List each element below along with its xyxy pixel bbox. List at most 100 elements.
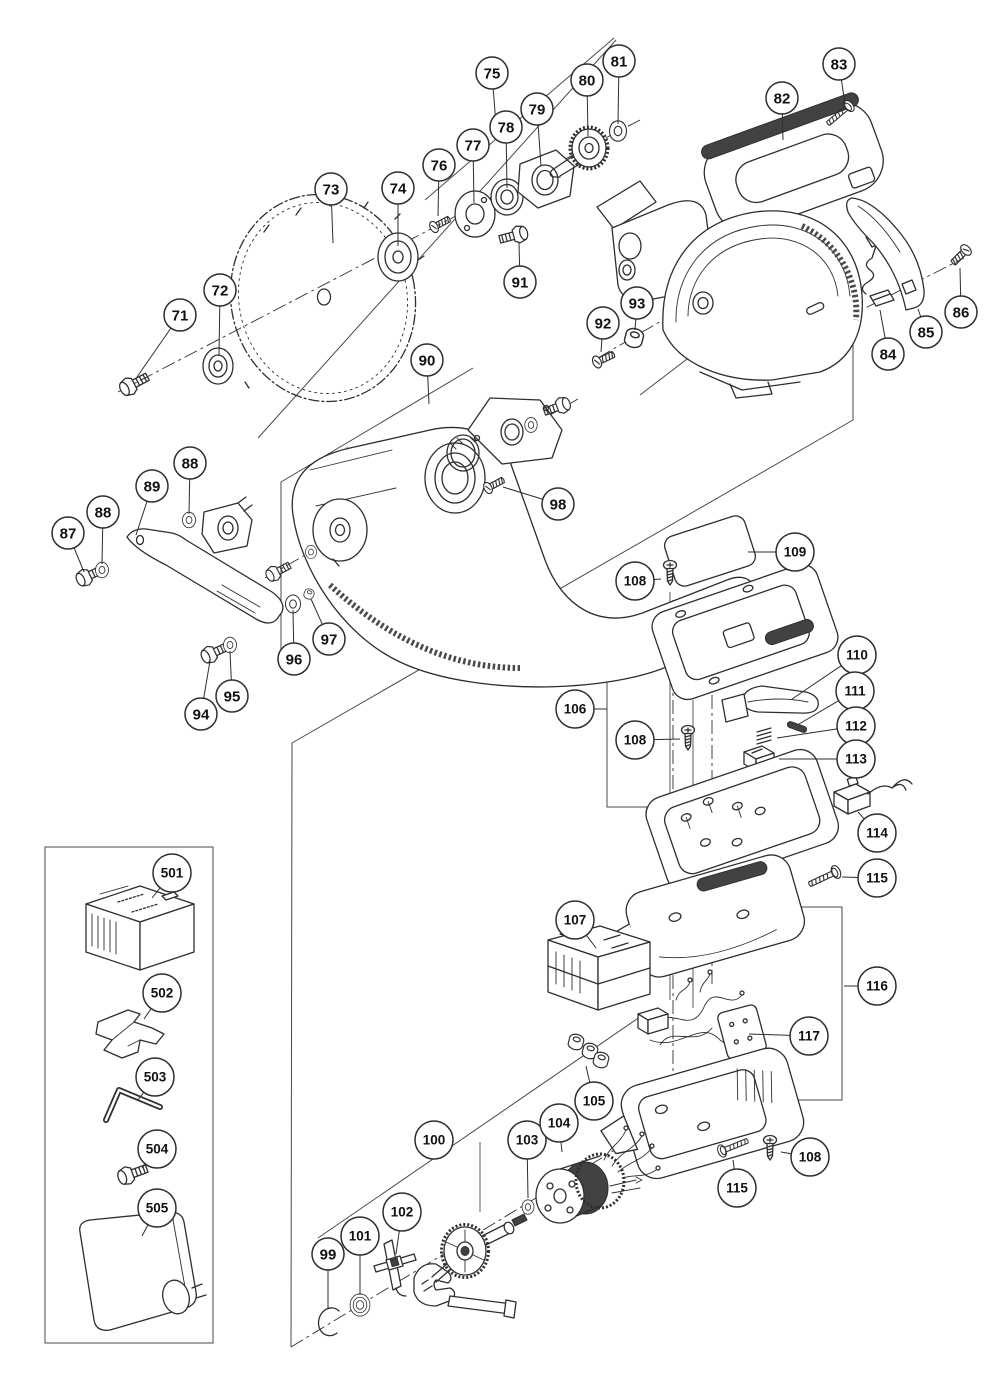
callout-92: 92: [586, 306, 620, 353]
switch-114: [833, 775, 913, 815]
callout-504: 504: [137, 1129, 177, 1169]
svg-text:108: 108: [624, 574, 647, 589]
callout-95: 95: [215, 650, 249, 713]
callout-101: 101: [340, 1216, 380, 1295]
callout-108: 108: [615, 561, 662, 601]
terminals-105: [566, 1032, 611, 1070]
wire-harness-117: [637, 969, 767, 1060]
callout-115: 115: [841, 858, 897, 898]
callout-83: 83: [822, 47, 856, 105]
svg-text:86: 86: [953, 304, 970, 321]
callout-91: 91: [503, 242, 537, 299]
svg-text:80: 80: [579, 72, 596, 89]
svg-text:107: 107: [564, 913, 587, 928]
callout-116: 116: [844, 966, 897, 1006]
svg-text:91: 91: [512, 274, 529, 291]
svg-text:71: 71: [172, 307, 189, 324]
svg-text:83: 83: [831, 56, 848, 73]
svg-text:72: 72: [212, 282, 229, 299]
screw-92: [590, 347, 618, 371]
svg-text:116: 116: [866, 979, 888, 994]
svg-text:88: 88: [95, 504, 112, 521]
callout-88: 88: [86, 495, 120, 565]
callout-96: 96: [277, 609, 311, 676]
svg-text:79: 79: [529, 101, 546, 118]
callout-74: 74: [381, 171, 415, 246]
bearing-holder-79: [517, 149, 575, 209]
bracket-piece: [201, 496, 253, 554]
svg-text:503: 503: [144, 1070, 167, 1085]
svg-text:102: 102: [391, 1205, 414, 1220]
callout-79: 79: [520, 92, 554, 167]
callout-117: 117: [748, 1016, 829, 1056]
callout-109: 109: [748, 532, 815, 572]
washer-95: [223, 636, 237, 654]
svg-text:85: 85: [918, 324, 935, 341]
svg-text:96: 96: [286, 651, 303, 668]
callout-106: 106: [555, 689, 607, 729]
lock-lever-110: [721, 685, 819, 723]
svg-text:93: 93: [629, 295, 646, 312]
callout-86: 86: [944, 267, 978, 329]
svg-text:99: 99: [320, 1246, 337, 1263]
link-arm-89: [126, 528, 284, 624]
gear-80: [549, 125, 610, 178]
callout-108: 108: [780, 1137, 830, 1177]
callout-81: 81: [602, 44, 636, 125]
armature-100: [421, 1213, 528, 1292]
callout-80: 80: [570, 63, 604, 137]
svg-text:98: 98: [550, 496, 567, 513]
svg-text:90: 90: [419, 352, 436, 369]
callout-102: 102: [382, 1192, 422, 1255]
svg-text:502: 502: [151, 986, 174, 1001]
guard-spring: [446, 434, 480, 472]
svg-text:89: 89: [144, 478, 161, 495]
svg-text:74: 74: [390, 180, 407, 197]
svg-text:84: 84: [880, 346, 897, 363]
housing-top-cover: [651, 563, 839, 701]
svg-text:104: 104: [548, 1116, 571, 1131]
holder-502: [95, 1009, 165, 1059]
accessory-box: [44, 846, 214, 1344]
callout-84: 84: [871, 309, 905, 371]
hexbolt-arm: [262, 557, 294, 585]
svg-text:115: 115: [726, 1181, 748, 1196]
svg-text:87: 87: [60, 525, 77, 542]
svg-text:115: 115: [866, 871, 888, 886]
svg-text:82: 82: [774, 90, 791, 107]
nut-97: [302, 587, 316, 601]
callout-97: 97: [310, 598, 346, 656]
svg-text:77: 77: [465, 137, 482, 154]
svg-text:81: 81: [611, 53, 628, 70]
callout-73: 73: [314, 172, 348, 244]
callout-103: 103: [507, 1120, 547, 1199]
spring-112: [756, 727, 772, 745]
callout-71: 71: [136, 298, 197, 378]
callout-90: 90: [410, 343, 444, 405]
washer-88b: [182, 511, 196, 529]
handle-82: [701, 92, 884, 239]
callout-78: 78: [489, 110, 523, 189]
callout-87: 87: [51, 516, 85, 573]
callout-94: 94: [184, 660, 218, 731]
callout-502: 502: [142, 973, 182, 1020]
hex-wrench-503: [103, 1087, 163, 1123]
washer-arm: [305, 545, 317, 559]
saw-housing: [596, 180, 863, 399]
callout-99: 99: [311, 1237, 345, 1309]
callout-505: 505: [137, 1188, 177, 1237]
svg-text:112: 112: [845, 719, 867, 734]
guard-flange-disc: [312, 498, 368, 567]
callout-93: 93: [620, 286, 654, 331]
svg-text:110: 110: [846, 648, 868, 663]
callout-114: 114: [857, 811, 897, 853]
svg-text:114: 114: [866, 826, 888, 841]
callout-89: 89: [135, 469, 169, 536]
svg-text:113: 113: [845, 752, 867, 767]
svg-text:100: 100: [423, 1133, 446, 1148]
svg-text:106: 106: [564, 702, 587, 717]
bearing-101: [349, 1293, 371, 1317]
callout-72: 72: [203, 273, 237, 357]
